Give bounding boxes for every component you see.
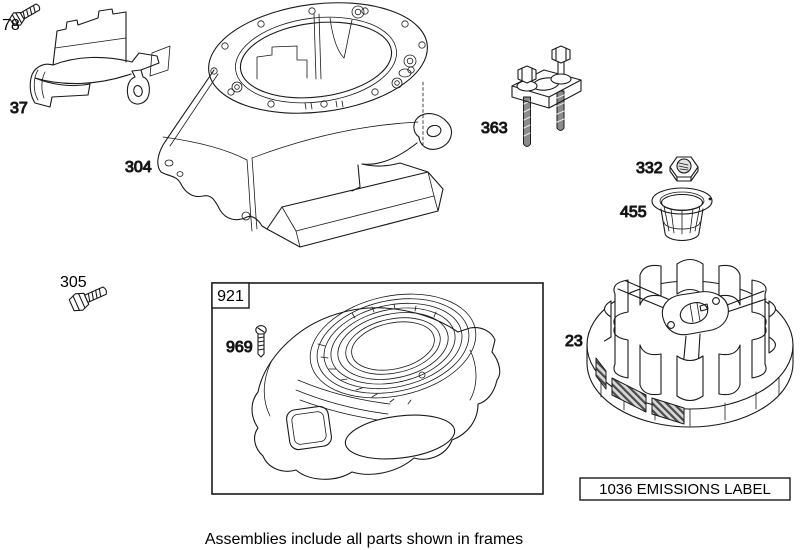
diagram-caption: Assemblies include all parts shown in fr… — [205, 531, 523, 548]
part-label-305: 305 — [60, 274, 87, 291]
part-label-304: 304 — [125, 159, 152, 176]
part-label-969: 969 — [226, 339, 253, 356]
emissions-label-text: 1036 EMISSIONS LABEL — [599, 481, 771, 498]
flywheel-hub — [661, 291, 729, 336]
cover-grille-rings — [309, 293, 477, 399]
assembly-frame-border — [211, 282, 544, 495]
screw-969-drawing: 969 — [225, 325, 267, 358]
part-label-78: 78 — [2, 17, 20, 34]
cover-grille-ticks — [317, 303, 437, 405]
part-label-363: 363 — [481, 120, 508, 137]
flywheel-magnets — [595, 357, 685, 425]
blower-housing-cover-drawing — [251, 293, 501, 480]
flywheel-23-drawing: 23 — [564, 258, 794, 428]
part-label-23: 23 — [565, 333, 583, 350]
bolt-305-drawing: 305 — [60, 274, 107, 312]
part-label-921: 921 — [217, 288, 244, 305]
assembly-frame-921: 921 969 — [211, 282, 544, 495]
emissions-label-callout: 1036 EMISSIONS LABEL — [579, 477, 791, 501]
air-deflector-37-drawing: 37 — [9, 8, 160, 118]
flywheel-puller-363-drawing: 363 — [480, 45, 582, 147]
part-label-37: 37 — [10, 100, 28, 117]
emissions-label-box — [579, 477, 791, 501]
assembly-frame-label-box — [211, 282, 250, 309]
part-label-332: 332 — [636, 160, 663, 177]
nut-332-drawing: 332 — [635, 156, 699, 182]
flywheel-fins-front — [603, 300, 777, 402]
starter-cup-455-drawing: 455 — [619, 187, 713, 242]
screw-78-drawing: 78 — [2, 3, 41, 34]
blower-housing-304-drawing: 304 — [124, 2, 453, 248]
part-label-455: 455 — [620, 204, 647, 221]
screw-bosses — [231, 5, 417, 93]
housing-interior — [256, 13, 353, 110]
